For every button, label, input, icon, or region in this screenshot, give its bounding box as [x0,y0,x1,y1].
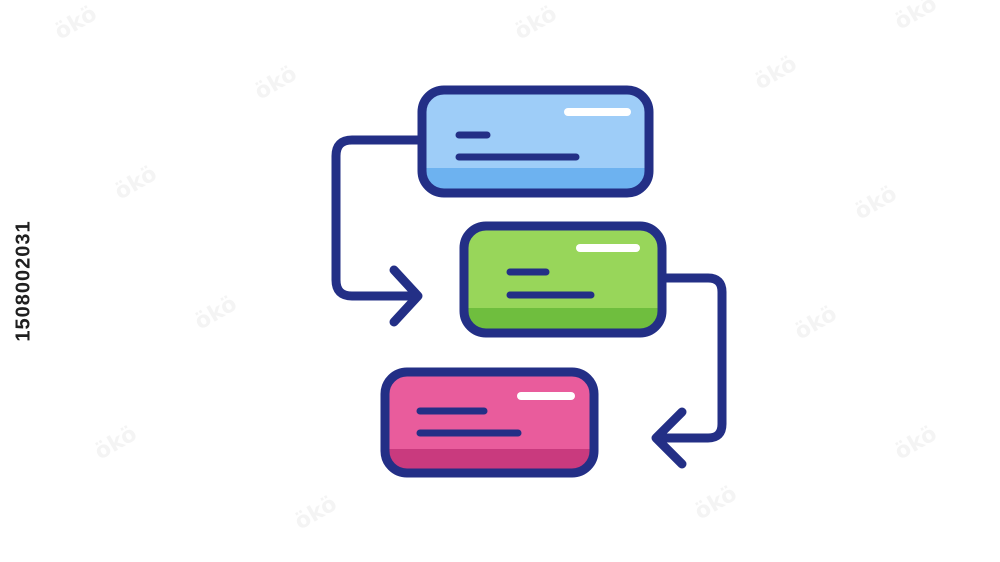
watermark-mark: ökö [851,181,902,225]
watermark-mark: ökö [891,421,942,465]
watermark-mark: ökö [251,61,302,105]
watermark-mark: ökö [291,491,342,535]
arrowhead-right-icon [389,265,423,327]
arrowhead-left-icon [651,407,687,469]
node-top-shade [422,168,649,193]
stock-id-label: 1508002031 [12,220,35,342]
flow-node-top [417,85,654,198]
watermark-mark: ökö [91,421,142,465]
connector-middle-to-bottom [651,273,727,469]
connector-top-to-middle [331,135,425,327]
watermark-mark: ökö [691,481,742,525]
flow-node-bottom [380,367,599,478]
watermark-mark: ökö [891,0,942,35]
watermark-mark: ökö [751,51,802,95]
watermark-mark: ökö [511,1,562,45]
watermark-mark: ökö [51,1,102,45]
watermark-mark: ökö [791,301,842,345]
watermark-mark: ökö [191,291,242,335]
flow-node-middle [459,221,667,338]
watermark-mark: ökö [111,161,162,205]
